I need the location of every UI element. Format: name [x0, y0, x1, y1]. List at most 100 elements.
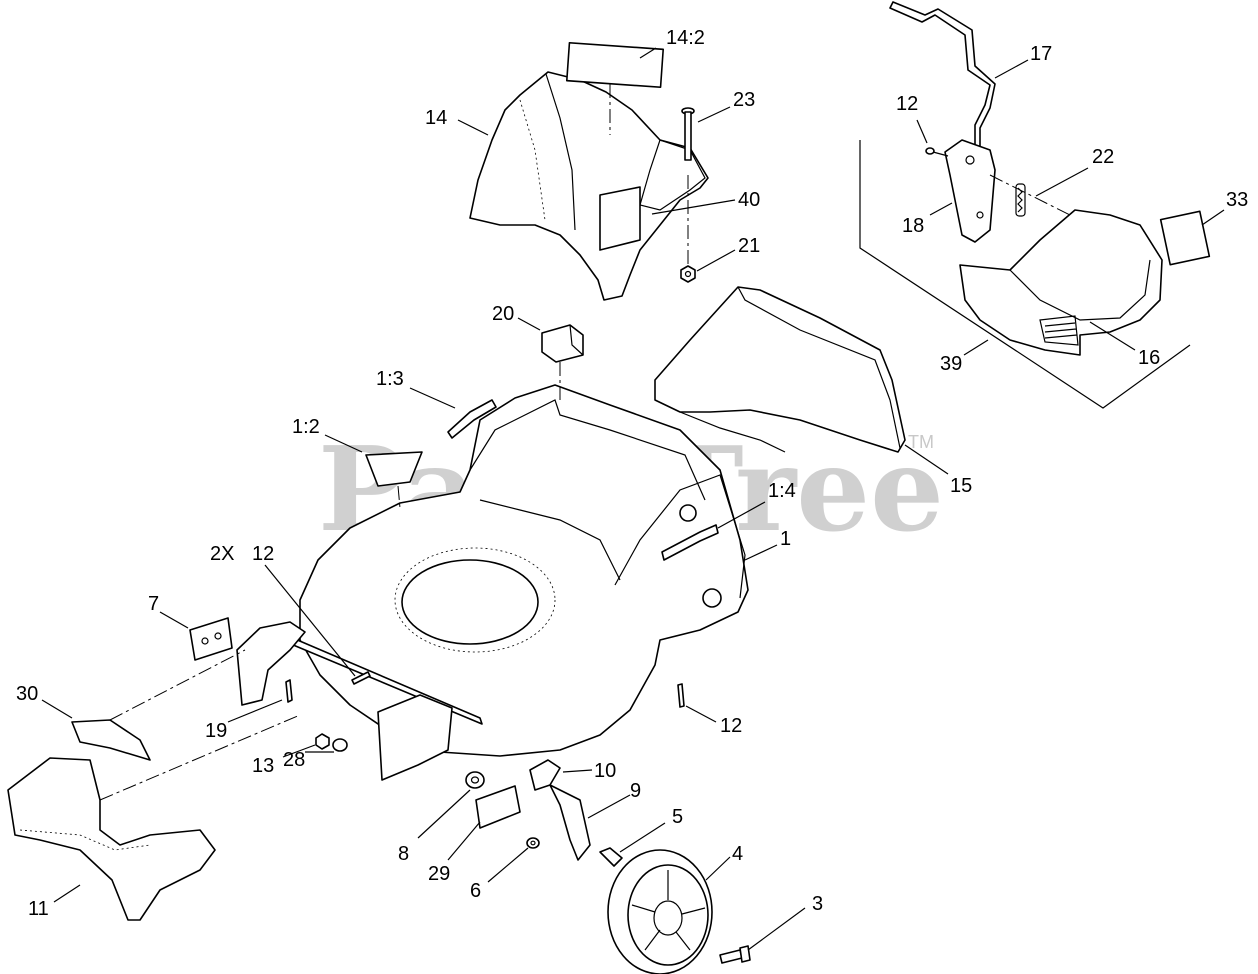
- deck-pivot: [702, 588, 722, 608]
- callout-23: 23: [733, 89, 755, 111]
- callout-6: 6: [470, 880, 481, 902]
- part-19-bolt[interactable]: [285, 679, 293, 703]
- callout-28: 28: [283, 749, 305, 771]
- callout-2x: 2X: [210, 543, 234, 565]
- deck-blade-opening-rim: [394, 547, 556, 653]
- front-cover-edge: [19, 829, 151, 851]
- callout-12-rear: 12: [720, 715, 742, 737]
- callout-20: 20: [492, 303, 514, 325]
- deck-blade-opening: [401, 559, 539, 645]
- callout-1-3: 1:3: [376, 368, 404, 390]
- part-12-bolt-inset[interactable]: [925, 147, 949, 157]
- chute-housing-inner: [1009, 259, 1151, 321]
- callout-1-4: 1:4: [768, 480, 796, 502]
- callout-5: 5: [672, 806, 683, 828]
- bracket-hole: [965, 155, 975, 165]
- callout-13: 13: [252, 755, 274, 777]
- callout-10: 10: [594, 760, 616, 782]
- leader-lines: [41, 47, 1225, 951]
- part-22-spring[interactable]: [1015, 183, 1026, 217]
- rear-door-assembly: [654, 286, 906, 453]
- callout-14-2: 14:2: [666, 27, 705, 49]
- rear-guard-flap: [639, 139, 706, 211]
- wheel-hardware: [285, 671, 751, 974]
- part-30-trim[interactable]: [71, 719, 151, 761]
- rear-door-rim: [679, 411, 786, 453]
- callout-7: 7: [148, 593, 159, 615]
- deck-pivot: [679, 504, 697, 522]
- part-10-cap[interactable]: [529, 759, 561, 791]
- callout-11: 11: [28, 898, 49, 920]
- callout-9: 9: [630, 780, 641, 802]
- callout-12-front: 12: [252, 543, 274, 565]
- callout-22: 22: [1092, 146, 1114, 168]
- chute-housing-grille: [1039, 315, 1079, 346]
- deck-inner-edge: [479, 499, 621, 581]
- decal-1-2-line: [397, 485, 401, 509]
- callout-14: 14: [425, 107, 447, 129]
- part-20-bumper[interactable]: [541, 324, 584, 363]
- part-7-plate[interactable]: [189, 617, 233, 661]
- callout-18: 18: [902, 215, 924, 237]
- bracket-hole: [976, 211, 984, 219]
- callout-39: 39: [940, 353, 962, 375]
- plate-hole: [214, 632, 222, 640]
- front-left-parts: [7, 617, 301, 921]
- callout-4: 4: [732, 843, 743, 865]
- part-17-handle-rod[interactable]: [889, 1, 996, 151]
- part-13-nut[interactable]: [315, 733, 330, 750]
- part-15-rear-door[interactable]: [654, 286, 906, 453]
- callout-12-inset: 12: [896, 93, 918, 115]
- part-29-plate[interactable]: [475, 785, 521, 829]
- deck-assembly: [236, 324, 749, 781]
- front-height-plate[interactable]: [377, 694, 453, 781]
- part-28-washer[interactable]: [332, 738, 348, 752]
- callout-21: 21: [738, 235, 760, 257]
- callout-40: 40: [738, 189, 760, 211]
- deck-rear-frame: [469, 399, 706, 501]
- callout-1-2: 1:2: [292, 416, 320, 438]
- callout-16: 16: [1138, 347, 1160, 369]
- part-3-bolt[interactable]: [719, 945, 751, 964]
- part-33-decal[interactable]: [1159, 210, 1211, 266]
- plate-hole: [201, 637, 209, 645]
- inset-box-frame: [859, 140, 1191, 409]
- part-14-rear-guard[interactable]: [469, 71, 709, 301]
- part-9-bracket[interactable]: [549, 784, 591, 861]
- callout-8: 8: [398, 843, 409, 865]
- part-1-2-decal[interactable]: [365, 451, 423, 487]
- part-40-decal[interactable]: [599, 186, 641, 251]
- part-11-front-cover[interactable]: [7, 757, 216, 921]
- callout-19: 19: [205, 720, 227, 742]
- callout-33: 33: [1226, 189, 1248, 211]
- part-21-nut[interactable]: [680, 265, 696, 283]
- callout-15: 15: [950, 475, 972, 497]
- callout-1: 1: [780, 528, 791, 550]
- rear-guard-seam: [545, 73, 576, 231]
- inset-assembly: [859, 1, 1211, 409]
- callout-labels: 14:2 23 14 40 21 17 12 22 18 33 39 16 20…: [16, 27, 1248, 920]
- watermark-trademark: TM: [908, 432, 934, 452]
- deck-handle-bracket-right: [614, 474, 746, 599]
- callout-3: 3: [812, 893, 823, 915]
- spring-attach-line: [989, 174, 1071, 216]
- callout-29: 29: [428, 863, 450, 885]
- part-18-bracket[interactable]: [944, 139, 996, 243]
- callout-17: 17: [1030, 43, 1052, 65]
- part-5-bolt[interactable]: [599, 847, 623, 867]
- part-1-3-decal[interactable]: [447, 399, 497, 439]
- front-height-adjuster[interactable]: [236, 621, 306, 706]
- cover-to-deck-line: [109, 649, 246, 721]
- part-14-2-decal[interactable]: [565, 41, 665, 89]
- rear-door-rim: [737, 286, 901, 449]
- part-12-bolt-front[interactable]: [351, 671, 371, 685]
- part-12-bolt-rear[interactable]: [677, 683, 685, 708]
- part-1-4-decal[interactable]: [661, 524, 719, 561]
- part-23-bolt[interactable]: [681, 107, 695, 161]
- rear-guard-assembly: [469, 41, 709, 301]
- cover-to-deck-line: [99, 714, 301, 801]
- part-4-wheel[interactable]: [607, 849, 713, 974]
- part-6-washer[interactable]: [526, 837, 540, 849]
- part-8-spacer[interactable]: [465, 771, 485, 789]
